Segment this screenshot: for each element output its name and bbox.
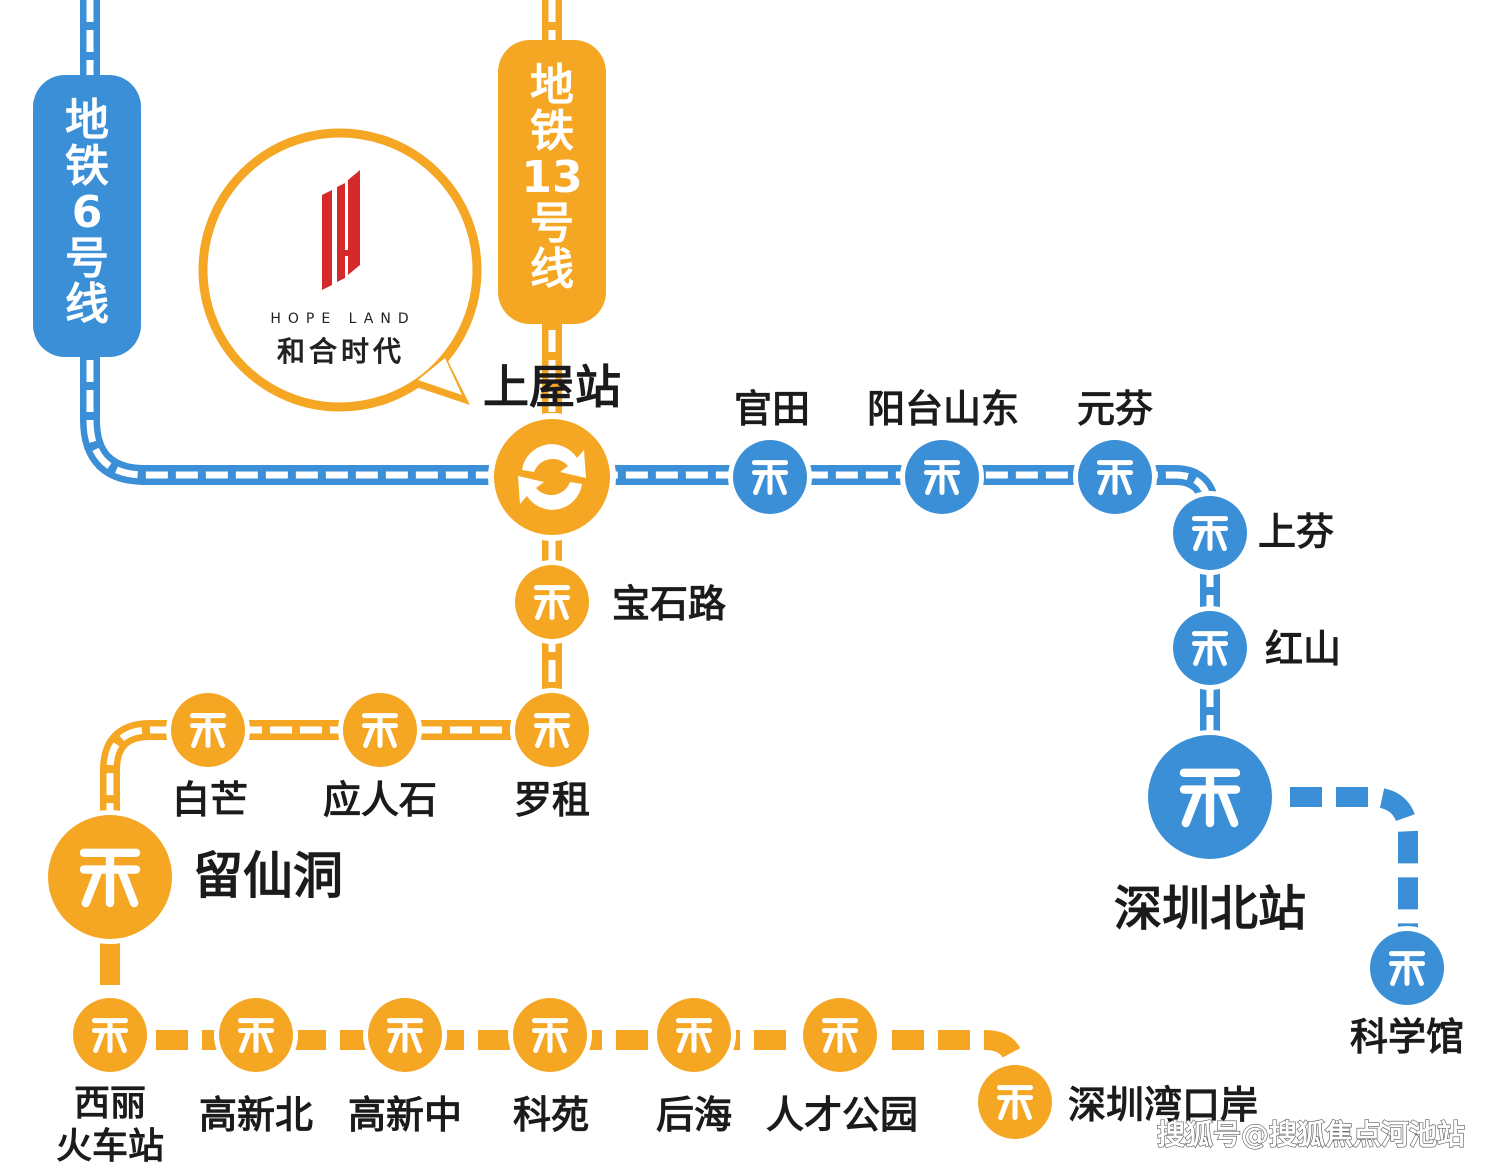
line6-station[interactable]: 红山: [1168, 606, 1341, 690]
line13-station-label: 白芒: [172, 778, 248, 822]
line13-station-label: 宝石路: [612, 582, 727, 626]
logo-brand-en: HOPE LAND: [270, 311, 415, 327]
line13-station-label: 后海: [656, 1093, 732, 1137]
line13-station[interactable]: 应人石: [323, 688, 437, 822]
logo-bubble: HOPE LAND 和合时代: [198, 128, 482, 412]
line6-station-label: 元芬: [1077, 387, 1153, 431]
line13-station-label: 高新北: [199, 1093, 313, 1137]
line6-station-label: 深圳北站: [1114, 881, 1306, 937]
line13-station[interactable]: 高新北: [199, 993, 313, 1137]
watermark: 搜狐号@搜狐焦点河池站: [1157, 1118, 1465, 1151]
line13-station-label: 深圳湾口岸: [1068, 1083, 1258, 1127]
line13-station-label: 人才公园: [766, 1093, 918, 1137]
line13-station[interactable]: 后海: [652, 993, 736, 1137]
line13-station[interactable]: 科苑: [508, 993, 592, 1137]
line13-station-label: 留仙洞: [193, 847, 343, 905]
interchange-station[interactable]: 上屋站: [483, 360, 621, 541]
line13-station[interactable]: 高新中: [348, 993, 462, 1137]
interchange-label: 上屋站: [483, 360, 621, 414]
line6-station[interactable]: 上芬: [1168, 491, 1334, 575]
line13-station-label: 罗租: [514, 778, 590, 822]
line13-station[interactable]: 人才公园: [766, 993, 918, 1137]
line6-station[interactable]: 官田: [728, 387, 812, 519]
line13-station[interactable]: 留仙洞: [43, 810, 343, 944]
line6-station[interactable]: 元芬: [1073, 387, 1157, 519]
line6-station[interactable]: 科学馆: [1350, 926, 1464, 1059]
line13-station[interactable]: 深圳湾口岸: [973, 1060, 1258, 1144]
line6-station[interactable]: 阳台山东: [867, 387, 1019, 519]
line13-station-label-line2: 火车站: [56, 1126, 164, 1163]
line6-station-label: 上芬: [1258, 510, 1334, 554]
interchange-icon: [518, 444, 586, 510]
line6-station-label: 官田: [734, 387, 810, 431]
line6-station[interactable]: 深圳北站: [1114, 730, 1306, 937]
line6-station-label: 红山: [1265, 627, 1341, 671]
logo-brand-cn: 和合时代: [277, 335, 405, 368]
line13-station[interactable]: 宝石路: [510, 560, 727, 644]
hopeland-logo-icon: [322, 170, 360, 290]
line13-station-label: 应人石: [323, 778, 437, 822]
line13-station[interactable]: 罗租: [510, 688, 594, 822]
line13-station[interactable]: 白芒: [166, 688, 250, 822]
line6-station-label: 阳台山东: [867, 387, 1019, 431]
line13-station-label: 高新中: [348, 1093, 462, 1137]
line6-station-label: 科学馆: [1350, 1015, 1464, 1059]
line13-station-label: 科苑: [513, 1093, 589, 1137]
line13-station-label: 西丽: [74, 1083, 146, 1124]
